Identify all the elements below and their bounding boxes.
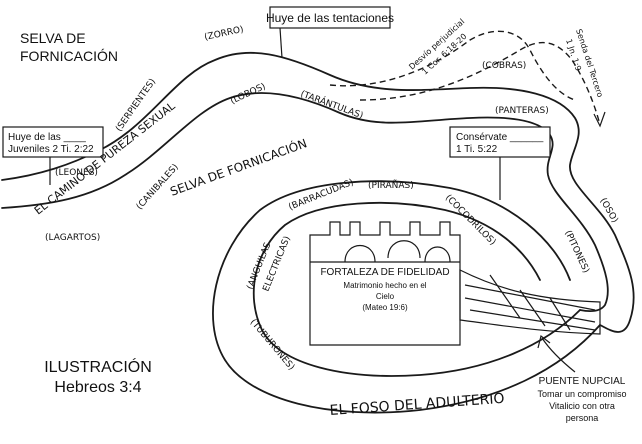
bridge-title: PUENTE NUPCIAL: [539, 376, 626, 387]
fortress-ref: (Mateo 19:6): [362, 303, 408, 312]
camino-label: EL CAMINO DE PUREZA SEXUAL: [32, 99, 178, 217]
conservate-line-1: Consérvate ______: [456, 132, 544, 143]
animal-zorro: (ZORRO): [204, 25, 245, 43]
conservate-line-2: 1 Ti. 5:22: [456, 144, 498, 155]
animal-oso: (OSO): [597, 197, 619, 225]
forest-top-label-2: FORNICACIÓN: [20, 48, 118, 64]
detour-path: [329, 30, 576, 101]
illustration-ref: Hebreos 3:4: [54, 379, 141, 396]
fortress-line-1: Matrimonio hecho en el: [343, 281, 426, 290]
bridge-line-3: persona: [566, 413, 599, 423]
bridge-outline: [459, 269, 601, 335]
moat-outer-ring: [212, 180, 601, 414]
fortress-outline: [309, 221, 461, 346]
forest-top-label-1: SELVA DE: [20, 30, 86, 46]
fortress-title: FORTALEZA DE FIDELIDAD: [320, 267, 449, 278]
bridge-arrow-head: [537, 334, 551, 349]
bridge-line-2: Vitalicio con otra: [549, 401, 615, 411]
juveniles-box: [2, 126, 104, 158]
animal-tarantulas: (TARÁNTULAS): [299, 88, 365, 122]
temptations-label: Huye de las tentaciones: [266, 11, 394, 25]
temptations-box: [269, 6, 391, 29]
road-edge-upper: [1, 51, 635, 333]
animal-barracudas: (BARRACUDAS): [287, 178, 355, 213]
animal-tiburones: (TUBURONES): [248, 318, 296, 373]
fortress-gate-arches: [344, 240, 451, 263]
third-path-arrow: [593, 111, 606, 128]
illustration-title: ILUSTRACIÓN: [44, 357, 152, 376]
animal-piranas: (PIRAÑAS): [368, 180, 414, 191]
fortress-line-2: Cielo: [376, 292, 395, 301]
bridge-line-1: Tomar un compromiso: [537, 389, 626, 399]
juveniles-line-1: Huye de las ____: [8, 132, 86, 143]
animal-panteras: (PANTERAS): [495, 106, 549, 116]
animal-pitones: (PITONES): [562, 229, 590, 275]
animal-cobras: (COBRAS): [482, 61, 526, 71]
juveniles-line-2: Juveniles 2 Ti. 2:22: [8, 144, 94, 155]
forest-middle-label: SELVA DE FORNICACIÓN: [168, 135, 309, 199]
road-edge-lower: [1, 92, 609, 313]
animal-lagartos: (LAGARTOS): [45, 233, 100, 243]
moat-label: EL FOSO DEL ADULTERIO: [329, 391, 505, 419]
moat-inner-ring: [252, 202, 581, 377]
bridge-hatching: [464, 274, 596, 331]
bridge-arrow: [541, 337, 576, 373]
animal-lobos: (LOBOS): [229, 82, 267, 107]
third-path: [359, 41, 601, 126]
temptations-pointer: [279, 27, 283, 59]
animal-leones: (LEONES): [55, 168, 98, 178]
